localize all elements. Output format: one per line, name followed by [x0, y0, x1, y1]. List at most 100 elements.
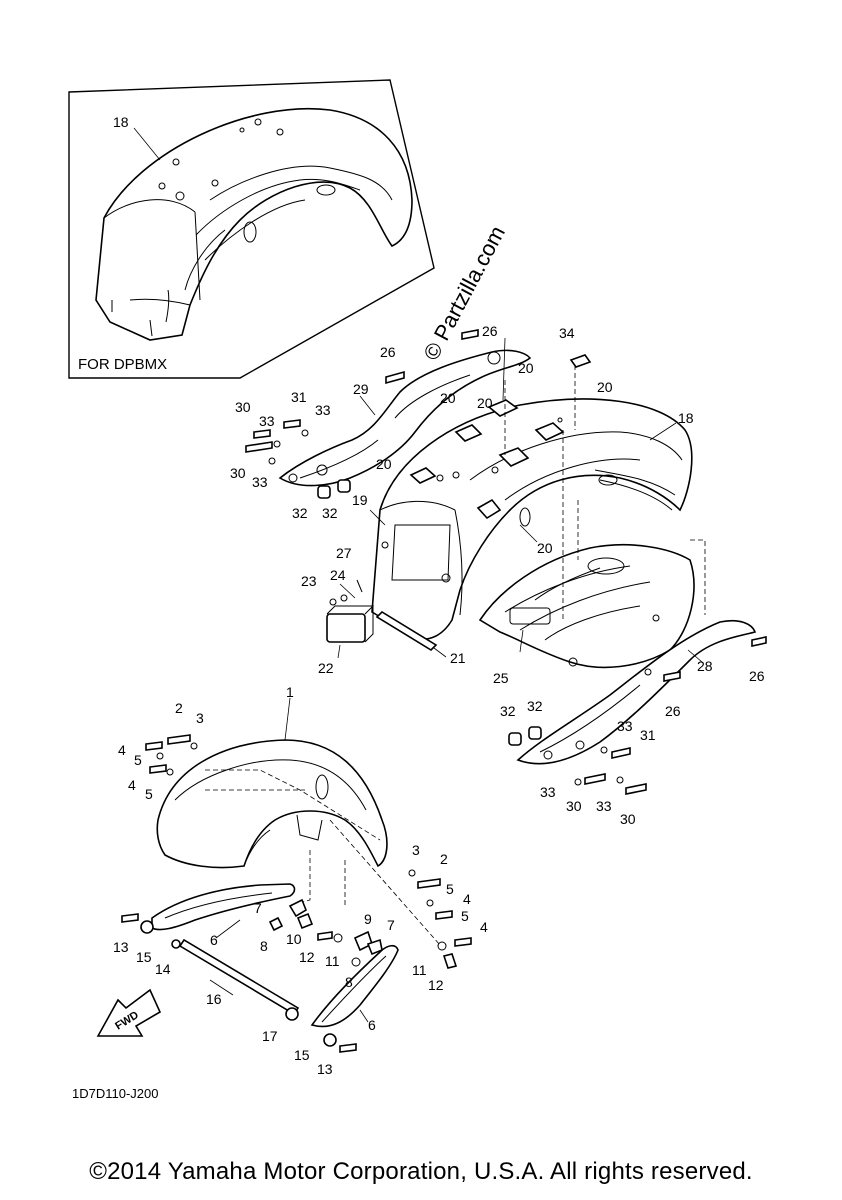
- callout-33f: 33: [596, 798, 612, 814]
- inset-rear-fender: [95, 108, 413, 341]
- callout-30b: 30: [230, 465, 246, 481]
- callout-4c: 4: [463, 891, 471, 907]
- callout-15: 15: [136, 949, 152, 965]
- callout-26a: 26: [380, 344, 396, 360]
- callout-20d: 20: [597, 379, 613, 395]
- strip-21: [375, 610, 438, 652]
- copyright-notice: ©2014 Yamaha Motor Corporation, U.S.A. A…: [89, 1158, 753, 1185]
- callout-28: 28: [697, 658, 713, 674]
- callout-7: 7: [254, 900, 262, 916]
- callout-10: 10: [286, 931, 302, 947]
- callout-33c: 33: [252, 474, 268, 490]
- callout-16: 16: [206, 991, 222, 1007]
- pad-20-e: [409, 467, 437, 484]
- callout-30c: 30: [566, 798, 582, 814]
- pad-20-c: [498, 447, 530, 467]
- callout-29: 29: [353, 381, 369, 397]
- callout-3: 3: [196, 710, 204, 726]
- callouts: 1 2 3 4 5 4 5 3 2 5 4 5 4 6 6 7 7 8 8 9 …: [113, 323, 765, 1077]
- callout-31b: 31: [640, 727, 656, 743]
- callout-12: 12: [299, 949, 315, 965]
- callout-5d: 5: [461, 908, 469, 924]
- callout-20e: 20: [376, 456, 392, 472]
- callout-9: 9: [364, 911, 372, 927]
- callout-13b: 13: [317, 1061, 333, 1077]
- callout-20b: 20: [518, 360, 534, 376]
- collar-32-ur: [337, 479, 351, 493]
- callout-33e: 33: [540, 784, 556, 800]
- callout-6b: 6: [368, 1017, 376, 1033]
- shaft-16: [178, 938, 300, 1016]
- callout-26b: 26: [482, 323, 498, 339]
- callout-11b: 11: [412, 962, 427, 978]
- callout-32a: 32: [292, 505, 308, 521]
- inset-caption: FOR DPBMX: [78, 356, 167, 373]
- callout-17: 17: [262, 1028, 278, 1044]
- callout-5b: 5: [145, 786, 153, 802]
- callout-15b: 15: [294, 1047, 310, 1063]
- fwd-arrow: FWD: [96, 988, 162, 1037]
- inset-panel: 18 FOR DPBMX: [68, 79, 435, 379]
- callout-32d: 32: [527, 698, 543, 714]
- inset-callout-18: 18: [113, 114, 129, 130]
- callout-6: 6: [210, 932, 218, 948]
- callout-3b: 3: [412, 842, 420, 858]
- callout-20f: 20: [537, 540, 553, 556]
- callout-33a: 33: [259, 413, 275, 429]
- callout-18: 18: [678, 410, 694, 426]
- callout-20a: 20: [477, 395, 493, 411]
- callout-30d: 30: [620, 811, 636, 827]
- watermark: © Partzilla.com: [418, 222, 510, 365]
- callout-33b: 33: [315, 402, 331, 418]
- callout-13: 13: [113, 939, 129, 955]
- collar-32-lr: [528, 726, 542, 740]
- taillight-22: [326, 613, 366, 643]
- callout-4: 4: [118, 742, 126, 758]
- callout-31a: 31: [291, 389, 307, 405]
- callout-32b: 32: [322, 505, 338, 521]
- callout-26d: 26: [749, 668, 765, 684]
- callout-33d: 33: [617, 718, 633, 734]
- callout-1: 1: [286, 684, 294, 700]
- callout-23: 23: [301, 573, 317, 589]
- collar-32-ll: [508, 732, 522, 746]
- grab-rail-right: [516, 619, 757, 765]
- callout-24: 24: [330, 567, 346, 583]
- label-34: [569, 354, 592, 368]
- collar-32-ul: [317, 485, 331, 499]
- callout-2: 2: [175, 700, 183, 716]
- callout-8b: 8: [345, 974, 353, 990]
- callout-4b: 4: [128, 777, 136, 793]
- callout-14: 14: [155, 961, 171, 977]
- callout-30a: 30: [235, 399, 251, 415]
- front-fender: [156, 739, 388, 869]
- callout-26c: 26: [665, 703, 681, 719]
- callout-21: 21: [450, 650, 466, 666]
- front-fender-assembly: FWD: [96, 734, 472, 1053]
- diagram-code: 1D7D110-J200: [72, 1086, 158, 1101]
- leader-lines: [209, 337, 703, 1023]
- callout-2b: 2: [440, 851, 448, 867]
- callout-22: 22: [318, 660, 334, 676]
- grab-rail-left: [278, 349, 532, 487]
- pad-20-b: [454, 424, 483, 442]
- callout-5: 5: [134, 752, 142, 768]
- callout-8: 8: [260, 938, 268, 954]
- callout-27: 27: [336, 545, 352, 561]
- callout-20c: 20: [440, 390, 456, 406]
- callout-12b: 12: [428, 977, 444, 993]
- callout-32c: 32: [500, 703, 516, 719]
- rear-fender-assembly: [245, 329, 767, 795]
- pad-20-a: [487, 399, 519, 417]
- callout-34: 34: [559, 325, 575, 341]
- pad-20-f: [476, 498, 502, 520]
- callout-4d: 4: [480, 919, 488, 935]
- mudguard-inner: [478, 543, 695, 669]
- front-rail-upper: [151, 883, 296, 931]
- callout-25: 25: [493, 670, 509, 686]
- callout-19: 19: [352, 492, 368, 508]
- callout-7b: 7: [387, 917, 395, 933]
- callout-5c: 5: [446, 881, 454, 897]
- callout-11: 11: [325, 953, 340, 969]
